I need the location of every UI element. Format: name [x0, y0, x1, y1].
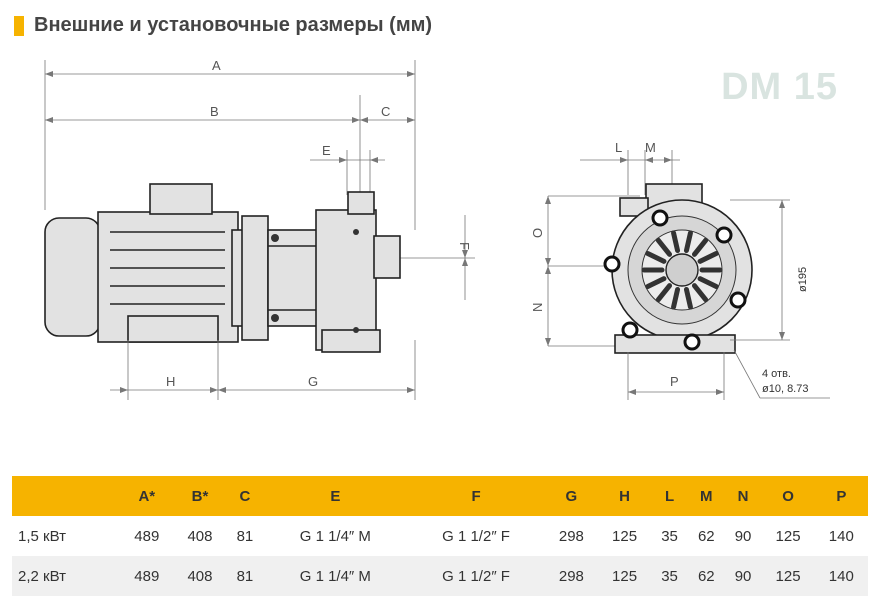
impeller-vane — [645, 276, 667, 289]
table-cell: G 1 1/2″ F — [407, 556, 545, 596]
dim-f: F — [400, 215, 475, 300]
impeller-vanes — [641, 230, 723, 310]
table-cell: 125 — [761, 516, 815, 556]
impeller-vane — [683, 286, 693, 310]
table-cell: 81 — [226, 556, 264, 596]
impeller-vane — [655, 283, 673, 303]
table-header-cell: C — [226, 476, 264, 516]
page-title: Внешние и установочные размеры (мм) — [34, 14, 433, 36]
label-c: C — [381, 104, 390, 119]
model-watermark: DM 15 — [721, 66, 838, 108]
front-housing — [603, 183, 753, 354]
label-diameter: ø195 — [797, 267, 809, 292]
dim-o-n: O N — [530, 195, 640, 347]
table-header-cell: G — [544, 476, 598, 516]
table-cell: 90 — [724, 516, 762, 556]
label-e: E — [322, 143, 331, 158]
table-cell: 298 — [544, 556, 598, 596]
impeller-vane — [671, 286, 681, 310]
label-p: P — [670, 374, 679, 389]
impeller-vane — [691, 237, 709, 257]
table-cell: 140 — [814, 556, 868, 596]
table-cell: 140 — [814, 516, 868, 556]
impeller-vane — [697, 251, 719, 264]
table-cell: 62 — [687, 556, 725, 596]
table-cell: 125 — [597, 556, 652, 596]
table-cell: 90 — [724, 556, 762, 596]
table-cell: 298 — [544, 516, 598, 556]
impeller-vane — [671, 230, 681, 254]
table-cell: 489 — [120, 516, 174, 556]
table-cell: 81 — [226, 516, 264, 556]
table-header-cell: H — [597, 476, 652, 516]
label-b: B — [210, 104, 219, 119]
label-f: F — [457, 242, 472, 250]
impeller-vane — [655, 237, 673, 257]
holes-label-line1: 4 отв. — [762, 368, 791, 380]
motor-body — [44, 183, 245, 343]
table-header-cell: O — [761, 476, 815, 516]
table-header-cell — [12, 476, 121, 516]
table-header-cell: P — [814, 476, 868, 516]
dim-h-g: H G — [110, 340, 416, 400]
table-header-cell: N — [724, 476, 762, 516]
table-cell: 62 — [687, 516, 725, 556]
table-cell: G 1 1/4″ M — [263, 556, 408, 596]
table-header-cell: F — [407, 476, 545, 516]
title-bar: Внешние и установочные размеры (мм) — [14, 14, 432, 37]
row-label: 1,5 кВт — [12, 516, 121, 556]
label-n: N — [530, 303, 545, 312]
label-h: H — [166, 374, 175, 389]
table-cell: 35 — [651, 516, 688, 556]
dimension-drawing: A B C E F — [44, 58, 830, 400]
row-label: 2,2 кВт — [12, 556, 121, 596]
table-header-cell: L — [651, 476, 688, 516]
dim-diameter: ø195 — [730, 199, 809, 341]
table-header-cell: A* — [120, 476, 174, 516]
label-a: A — [212, 58, 221, 73]
table-cell: 35 — [651, 556, 688, 596]
table-cell: G 1 1/4″ M — [263, 516, 408, 556]
coupling-flange — [241, 215, 319, 341]
table-cell: 125 — [597, 516, 652, 556]
label-l: L — [615, 140, 622, 155]
impeller-vane — [683, 230, 693, 254]
dim-l-m: L M — [580, 140, 680, 195]
dim-a: A — [44, 58, 416, 230]
table-cell: 408 — [173, 516, 227, 556]
table-header-cell: B* — [173, 476, 227, 516]
table-cell: 489 — [120, 556, 174, 596]
table-cell: 408 — [173, 556, 227, 596]
holes-label-line2: ø10, 8.73 — [762, 383, 808, 395]
table-cell: G 1 1/2″ F — [407, 516, 545, 556]
pump-head — [315, 191, 401, 353]
label-g: G — [308, 374, 318, 389]
label-o: O — [530, 228, 545, 238]
label-m: M — [645, 140, 656, 155]
table-cell: 125 — [761, 556, 815, 596]
dim-e: E — [310, 143, 385, 195]
table-header-cell: E — [263, 476, 408, 516]
impeller-vane — [697, 276, 719, 289]
impeller-vane — [691, 283, 709, 303]
impeller-vane — [645, 251, 667, 264]
title-accent-mark — [14, 15, 24, 36]
dim-b-c: B C — [45, 95, 415, 195]
holes-callout: 4 отв. ø10, 8.73 — [733, 349, 830, 399]
table-header-cell: M — [687, 476, 725, 516]
dim-p: P — [627, 352, 725, 400]
